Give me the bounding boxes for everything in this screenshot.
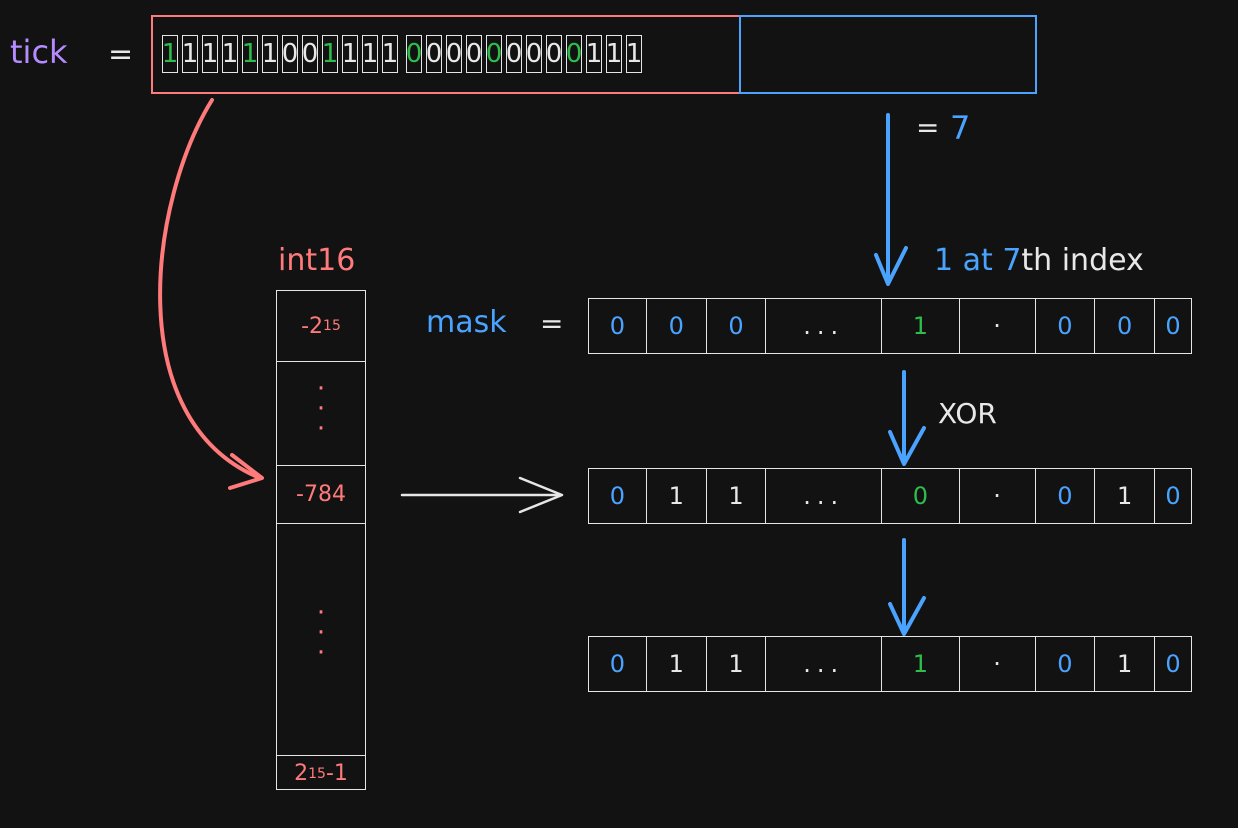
tick-bit: 0 (406, 35, 422, 73)
result-cell: 1 (647, 637, 707, 691)
value-cell: 0 (1165, 482, 1181, 510)
xor-label: XOR (938, 397, 997, 430)
value-arrowhead (518, 476, 564, 514)
tick-bit: 1 (322, 35, 338, 73)
mask-cell: 0 (589, 299, 647, 353)
mask-cell: · (960, 299, 1036, 353)
tick-bit: 0 (566, 35, 582, 73)
mask-cell: 0 (647, 299, 707, 353)
mask-annotation-num: 7 (1002, 243, 1022, 278)
high-bits-arrow (158, 98, 262, 480)
mask-cell: 1 (882, 299, 960, 353)
result-cell: 0 (1165, 650, 1181, 678)
tick-bit: 1 (626, 35, 642, 73)
low-bits-equals: = (916, 111, 940, 144)
int16-lower-dots: ··· (316, 598, 326, 668)
tick-label: tick (10, 33, 68, 71)
int16-value: -784 (277, 465, 365, 523)
int16-title: int16 (278, 243, 356, 278)
int16-min-exp: 15 (323, 318, 341, 334)
tick-bit: 1 (162, 35, 178, 73)
high-bits-arrowhead (228, 453, 264, 490)
value-cell: ... (766, 469, 883, 523)
result-cell: 0 (589, 637, 647, 691)
mask-annotation-prefix: 1 at (934, 243, 1003, 278)
tick-bit: 0 (466, 35, 482, 73)
mask-cell: 0 (1095, 299, 1156, 353)
tick-bit: 1 (586, 35, 602, 73)
int16-min-base: -2 (301, 313, 324, 339)
value-cell: 0 (1036, 469, 1096, 523)
tick-bit: 0 (426, 35, 442, 73)
result-cell: 1 (1095, 637, 1156, 691)
tick-bit: 0 (546, 35, 562, 73)
tick-bit: 0 (282, 35, 298, 73)
tick-bit: 0 (486, 35, 502, 73)
tick-equals: = (108, 37, 134, 72)
xor-arrowhead (888, 426, 926, 466)
int16-upper-gap (277, 361, 365, 465)
value-cell: 1 (1095, 469, 1156, 523)
int16-lower-gap (277, 523, 365, 755)
tick-bit: 1 (606, 35, 622, 73)
result-cell: 1 (707, 637, 767, 691)
tick-bit: 1 (222, 35, 238, 73)
low-bits-value: 7 (950, 109, 971, 147)
result-arrowhead (888, 596, 926, 636)
low-bits-arrowhead (874, 246, 908, 286)
value-cell: 1 (647, 469, 707, 523)
tick-bit: 0 (506, 35, 522, 73)
mask-label: mask (426, 305, 507, 340)
result-cell: · (960, 637, 1036, 691)
mask-annotation: 1 at 7th index (934, 246, 1144, 276)
tick-bit: 1 (342, 35, 358, 73)
tick-bit: 0 (526, 35, 542, 73)
int16-upper-dots: ··· (316, 374, 326, 444)
tick-bit: 0 (302, 35, 318, 73)
tick-bit: 1 (182, 35, 198, 73)
tick-bit: 0 (446, 35, 462, 73)
result-cell: ... (766, 637, 883, 691)
mask-annotation-suffix: th index (1021, 243, 1144, 278)
int16-value-text: -784 (296, 482, 346, 507)
int16-max-base: 2 (294, 761, 309, 786)
value-cell: 0 (882, 469, 960, 523)
mask-cell: ... (766, 299, 883, 353)
low-bits-box (739, 15, 1037, 94)
result-cell: 1 (882, 637, 960, 691)
tick-bit: 1 (242, 35, 258, 73)
value-cell: 1 (707, 469, 767, 523)
tick-bit: 1 (382, 35, 398, 73)
value-cell: · (960, 469, 1036, 523)
tick-bit: 1 (362, 35, 378, 73)
int16-max-exp: 15 (308, 765, 326, 782)
result-cell: 0 (1036, 637, 1096, 691)
mask-cell: 0 (1036, 299, 1096, 353)
tick-bit: 1 (202, 35, 218, 73)
mask-equals: = (540, 307, 564, 340)
int16-max-suffix: -1 (325, 761, 348, 786)
mask-cell: 0 (707, 299, 767, 353)
mask-cell: 0 (1165, 312, 1181, 340)
value-cell: 0 (589, 469, 647, 523)
tick-bit: 1 (262, 35, 278, 73)
